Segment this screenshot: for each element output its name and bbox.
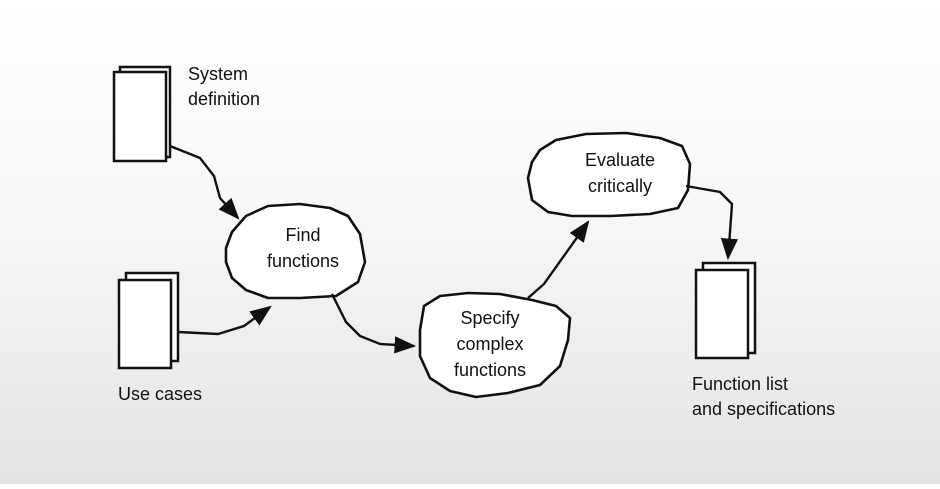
arrow-use-cases-to-find-functions — [177, 305, 272, 336]
label-use-cases: Use cases — [118, 382, 202, 407]
process-evaluate-critically-shape — [526, 131, 692, 218]
label-find-functions: Find functions — [243, 222, 363, 274]
arrow-evaluate-critically-to-function-list — [685, 184, 739, 261]
document-use-cases — [117, 271, 180, 370]
label-find-functions-line-2: functions — [266, 251, 340, 271]
label-evaluate-critically: Evaluate critically — [560, 147, 680, 199]
arrow-specify-complex-functions-to-evaluate-critically — [527, 220, 590, 299]
label-evaluate-critically-line-2: critically — [587, 176, 652, 196]
process-specify-complex-functions-shape — [418, 291, 572, 399]
label-specify-complex-functions-line-2: complex — [456, 334, 524, 354]
label-specify-complex-functions: Specify complex functions — [430, 305, 550, 383]
label-specify-complex-functions-line-1: Specify — [460, 308, 520, 328]
label-find-functions-line-1: Find — [285, 225, 321, 245]
label-function-list-line-1: Function list — [692, 374, 789, 394]
document-function-list — [694, 261, 757, 360]
label-system-definition-line-2: definition — [188, 89, 261, 109]
label-system-definition: System definition — [188, 62, 260, 112]
label-system-definition-line-1: System — [188, 64, 249, 84]
label-evaluate-critically-line-1: Evaluate — [584, 150, 656, 170]
label-use-cases-line-1: Use cases — [118, 384, 203, 404]
process-find-functions-shape — [224, 202, 367, 300]
arrow-system-definition-to-find-functions — [169, 144, 240, 220]
label-function-list: Function list and specifications — [692, 372, 835, 422]
label-specify-complex-functions-line-3: functions — [453, 360, 527, 380]
label-function-list-line-2: and specifications — [692, 399, 836, 419]
document-system-definition — [112, 65, 172, 163]
arrow-find-functions-to-specify-complex-functions — [330, 293, 417, 354]
